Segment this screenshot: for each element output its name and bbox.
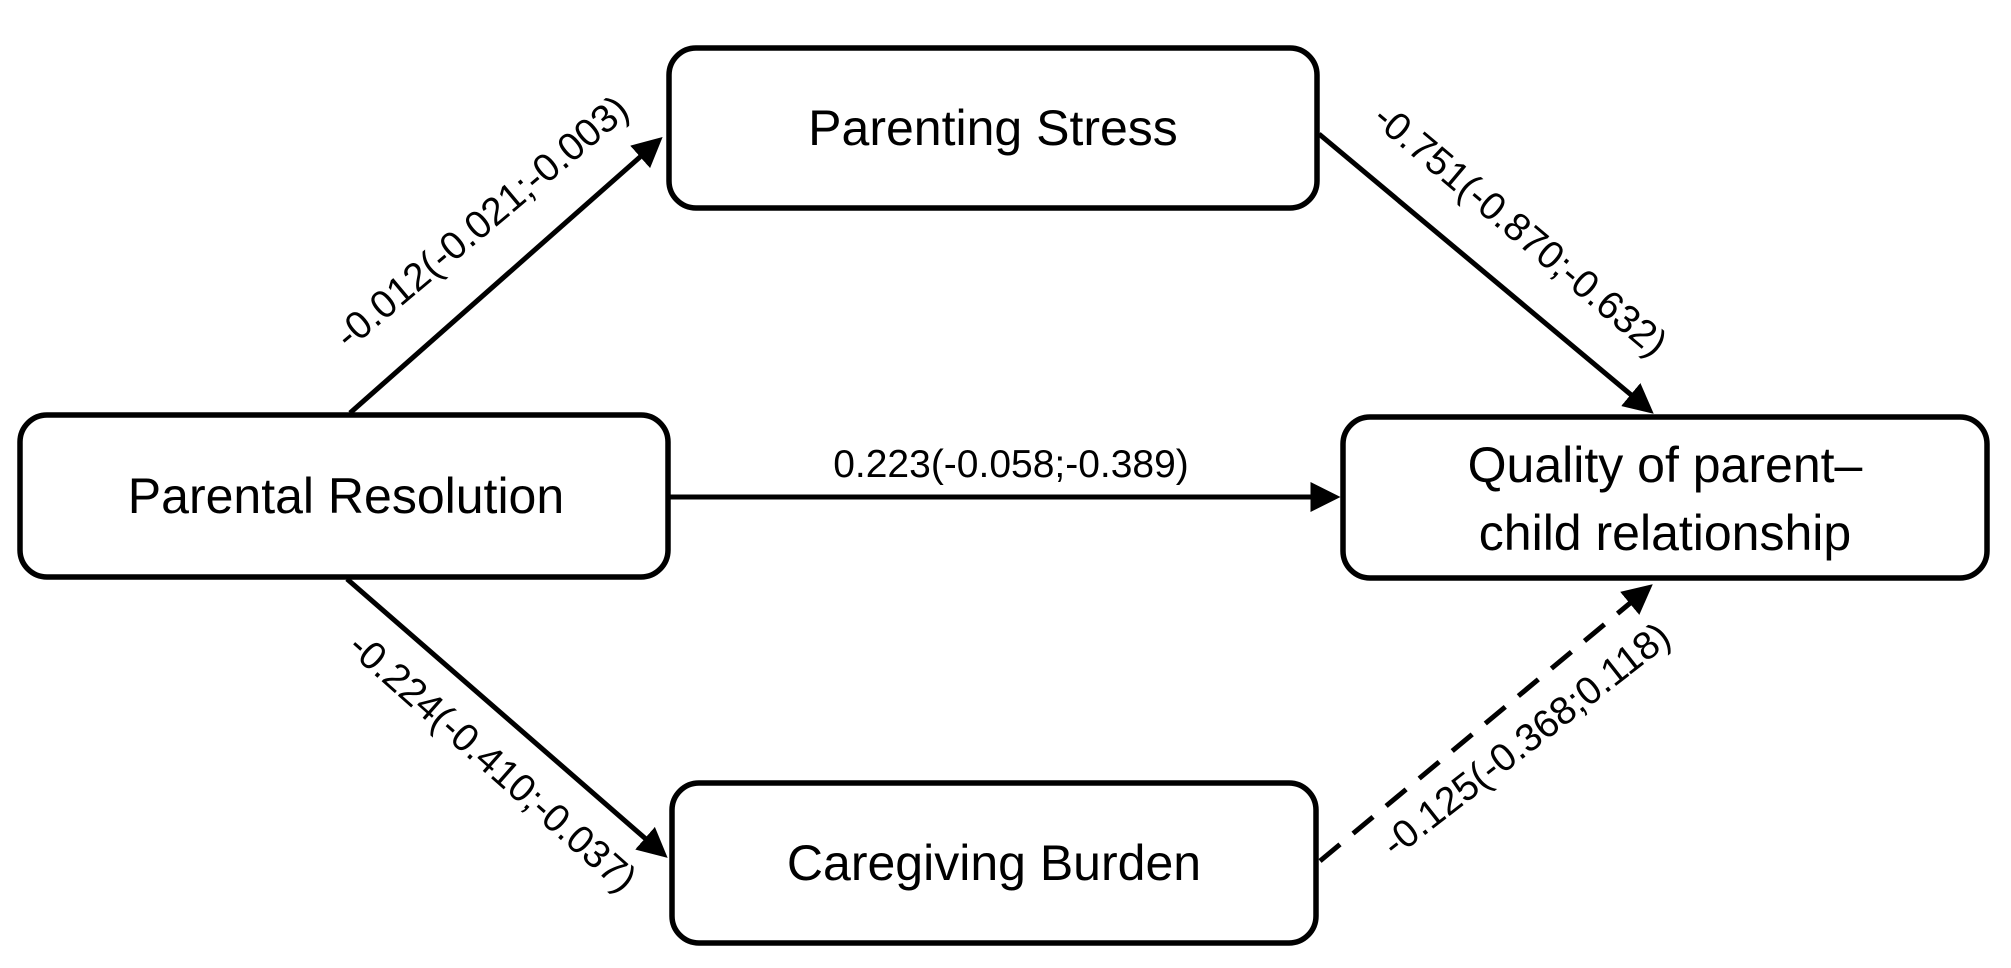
edge-label-ps-to-q: -0.751(-0.870;-0.632) — [1365, 96, 1675, 366]
edge-label-pr-to-cb: -0.224(-0.410;-0.037) — [340, 624, 645, 900]
node-caregiving-burden: Caregiving Burden — [669, 780, 1319, 946]
parental-resolution-label: Parental Resolution — [128, 468, 564, 524]
node-parental-resolution: Parental Resolution — [17, 412, 671, 580]
edge-ps-to-q — [1317, 132, 1654, 414]
edges — [345, 132, 1654, 863]
parental-resolution-box — [17, 412, 671, 580]
edge-pr-to-ps — [348, 137, 663, 415]
edge-label-cb-to-q: -0.125(-0.368;0.118) — [1374, 615, 1678, 866]
quality-of-relationship-label-line1: Quality of parent– — [1468, 437, 1863, 493]
parenting-stress-box — [666, 45, 1320, 211]
caregiving-burden-box — [669, 780, 1319, 946]
nodes: Parental Resolution Parenting Stress Car… — [17, 45, 1990, 946]
quality-of-relationship-box — [1340, 414, 1990, 581]
node-quality-of-relationship: Quality of parent– child relationship — [1340, 414, 1990, 581]
edge-label-pr-to-q: 0.223(-0.058;-0.389) — [833, 443, 1189, 486]
edge-pr-to-cb — [345, 577, 668, 858]
edge-label-pr-to-ps: -0.012(-0.021;-0.003) — [327, 88, 637, 358]
edge-cb-to-q-dashed — [1318, 584, 1653, 863]
quality-of-relationship-label-line2: child relationship — [1479, 505, 1851, 561]
parenting-stress-label: Parenting Stress — [808, 100, 1178, 156]
caregiving-burden-label: Caregiving Burden — [787, 835, 1201, 891]
node-parenting-stress: Parenting Stress — [666, 45, 1320, 211]
